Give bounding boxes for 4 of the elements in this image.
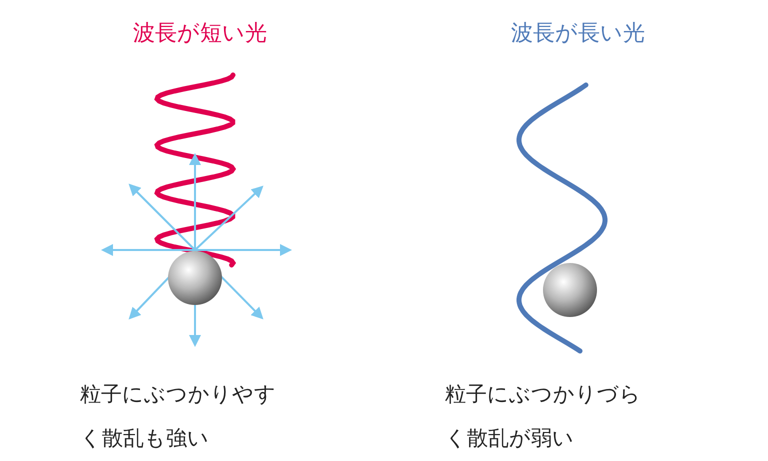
heading-text: 波長が長い光 [510, 20, 646, 48]
caption-text: 粒子にぶつかりづらく散乱が弱い [445, 381, 642, 452]
caption-text: 粒子にぶつかりやすく散乱も強い [80, 381, 277, 452]
heading-text: 波長が短い光 [132, 20, 268, 48]
